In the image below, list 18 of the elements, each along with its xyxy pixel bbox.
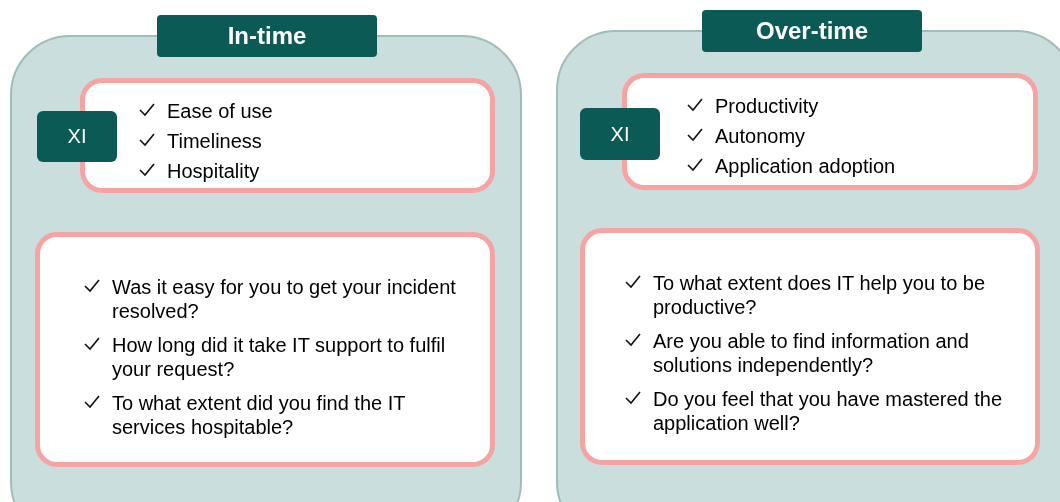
list-item: How long did it take IT support to fulfil your request?: [112, 333, 447, 381]
list-item: Do you feel that you have mastered the application well?: [653, 387, 1004, 435]
list-item: Application adoption: [715, 154, 896, 178]
list-item: Hospitality: [167, 159, 260, 183]
list-item: To what extent does IT help you to be productive?: [653, 271, 987, 319]
list-item: Was it easy for you to get your incident resolved?: [112, 275, 457, 323]
label-badge: XI: [37, 111, 117, 162]
list-card: [580, 228, 1040, 465]
list-item: Are you able to find information and solutions independently?: [653, 329, 970, 377]
label-badge: XI: [580, 108, 660, 160]
list-item: Autonomy: [715, 124, 806, 148]
panel-title: Over-time: [702, 10, 922, 52]
list-item: Timeliness: [167, 129, 262, 153]
list-item: Productivity: [715, 94, 819, 118]
panel-title: In-time: [157, 15, 377, 57]
list-item: To what extent did you find the IT services hospitable?: [112, 391, 407, 439]
list-card: [35, 232, 495, 467]
list-item: Ease of use: [167, 99, 273, 123]
